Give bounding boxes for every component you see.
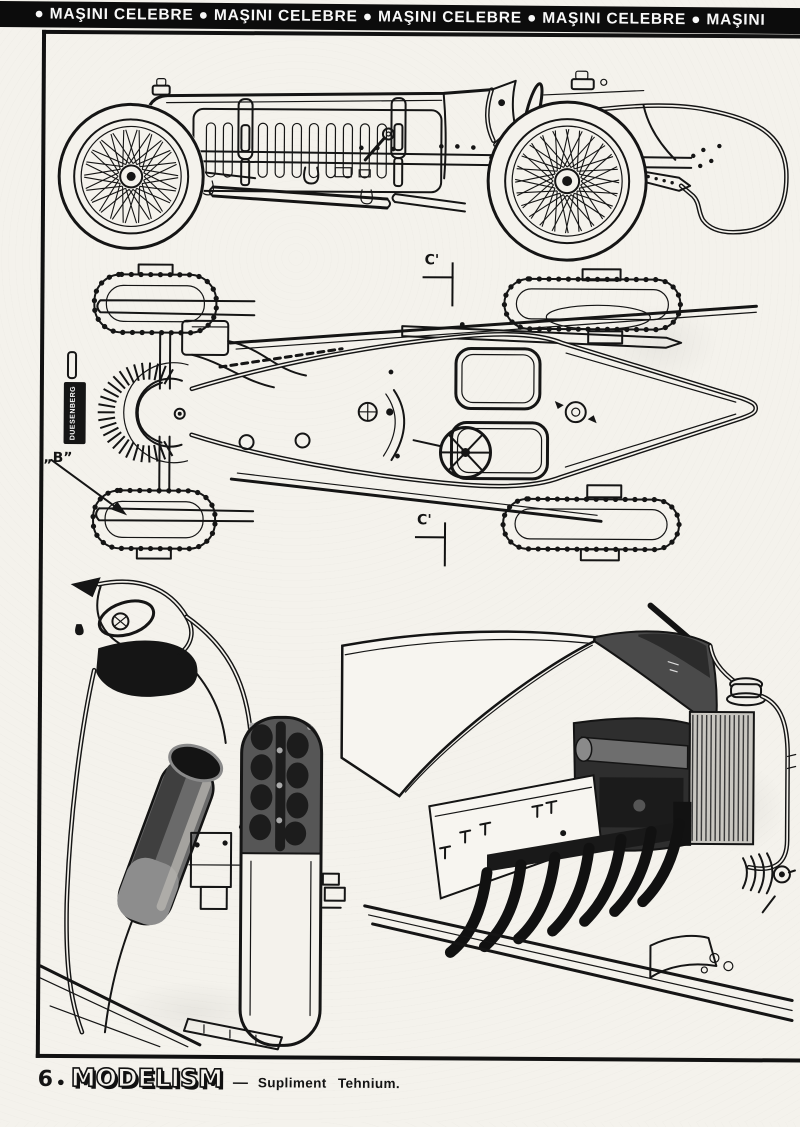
engine-cutaway-drawing bbox=[336, 604, 797, 1059]
section-mark-tick bbox=[444, 522, 446, 566]
supplement-title: Supliment Tehnium. bbox=[258, 1075, 400, 1091]
section-mark-c-bottom-text: C' bbox=[417, 512, 432, 528]
top-view-drawing: DUESENBERG bbox=[41, 262, 761, 564]
footer-bullet-icon: ● bbox=[57, 1074, 65, 1089]
section-mark-underline bbox=[415, 536, 446, 538]
page-number: 6 bbox=[38, 1067, 53, 1092]
section-mark-c-top: C' bbox=[422, 252, 482, 312]
wheel-detail-label-b: „B” bbox=[43, 450, 72, 466]
section-mark-tick bbox=[451, 262, 453, 306]
rear-detail-drawing bbox=[38, 574, 351, 1048]
section-mark-underline bbox=[423, 276, 454, 278]
radiator-badge-text: DUESENBERG bbox=[70, 386, 77, 440]
side-view-drawing bbox=[43, 36, 762, 268]
section-mark-c-top-text: C' bbox=[425, 252, 440, 268]
footer-separator: — bbox=[233, 1074, 248, 1091]
magazine-logo: MODELISM bbox=[71, 1063, 223, 1093]
section-mark-c-bottom: C' bbox=[415, 512, 475, 572]
page-footer: 6 ● MODELISM — Supliment Tehnium. bbox=[38, 1063, 401, 1094]
